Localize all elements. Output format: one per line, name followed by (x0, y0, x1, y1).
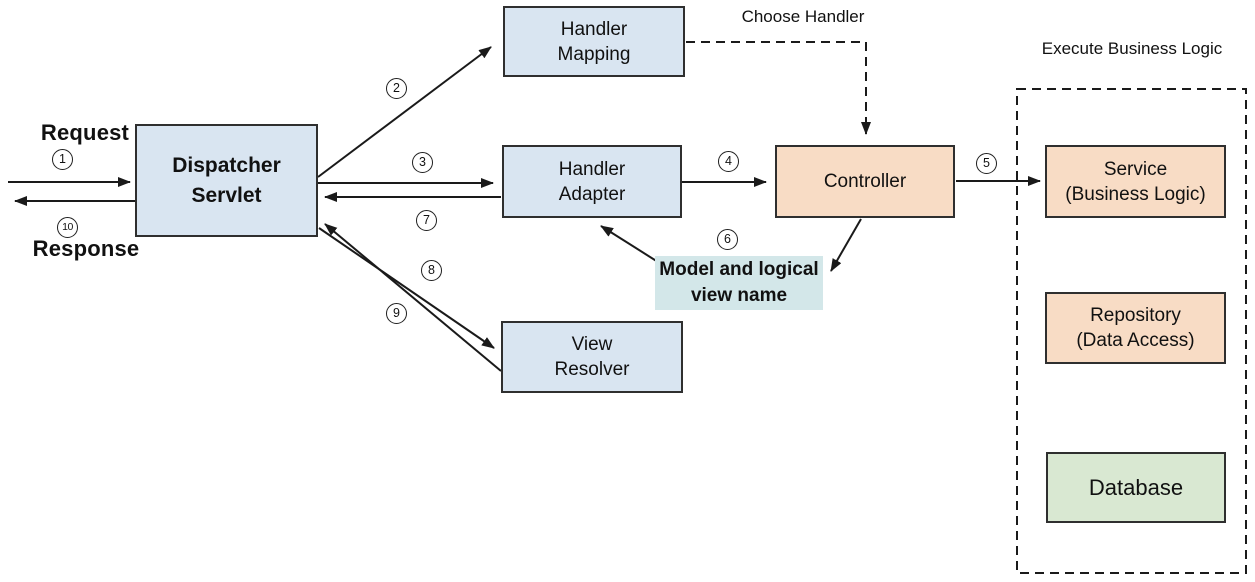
request-label: Request (40, 120, 130, 145)
node-handler-adapter: Handler Adapter (502, 145, 682, 218)
execute-business-logic-label: Execute Business Logic (1041, 39, 1223, 58)
node-repository: Repository (Data Access) (1045, 292, 1226, 364)
response-label: Response (32, 236, 140, 261)
node-dispatcher-servlet: Dispatcher Servlet (135, 124, 318, 237)
arrow-model-to-handler-adapter (600, 225, 659, 263)
step-marker-1: 1 (52, 149, 73, 170)
choose-handler-label: Choose Handler (741, 7, 865, 26)
step-marker-4: 4 (718, 151, 739, 172)
arrow-step-2-to-handler-mapping (317, 46, 492, 178)
node-controller: Controller (775, 145, 955, 218)
node-view-resolver: View Resolver (501, 321, 683, 393)
step-marker-6: 6 (717, 229, 738, 250)
step-marker-3: 3 (412, 152, 433, 173)
step-marker-9: 9 (386, 303, 407, 324)
step-marker-7: 7 (416, 210, 437, 231)
model-and-view-annotation: Model and logical view name (655, 256, 823, 310)
execute-business-logic-group-border (1016, 88, 1247, 574)
arrow-choose-handler-dashed (686, 41, 871, 135)
step-marker-2: 2 (386, 78, 407, 99)
arrow-step-8-to-view-resolver (318, 227, 495, 349)
node-handler-mapping: Handler Mapping (503, 6, 685, 77)
step-marker-5: 5 (976, 153, 997, 174)
step-marker-8: 8 (421, 260, 442, 281)
node-database: Database (1046, 452, 1226, 523)
node-service: Service (Business Logic) (1045, 145, 1226, 218)
step-marker-10: 10 (57, 217, 78, 238)
arrow-controller-to-model (830, 218, 862, 272)
arrow-step-9-to-dispatcher (324, 223, 502, 372)
